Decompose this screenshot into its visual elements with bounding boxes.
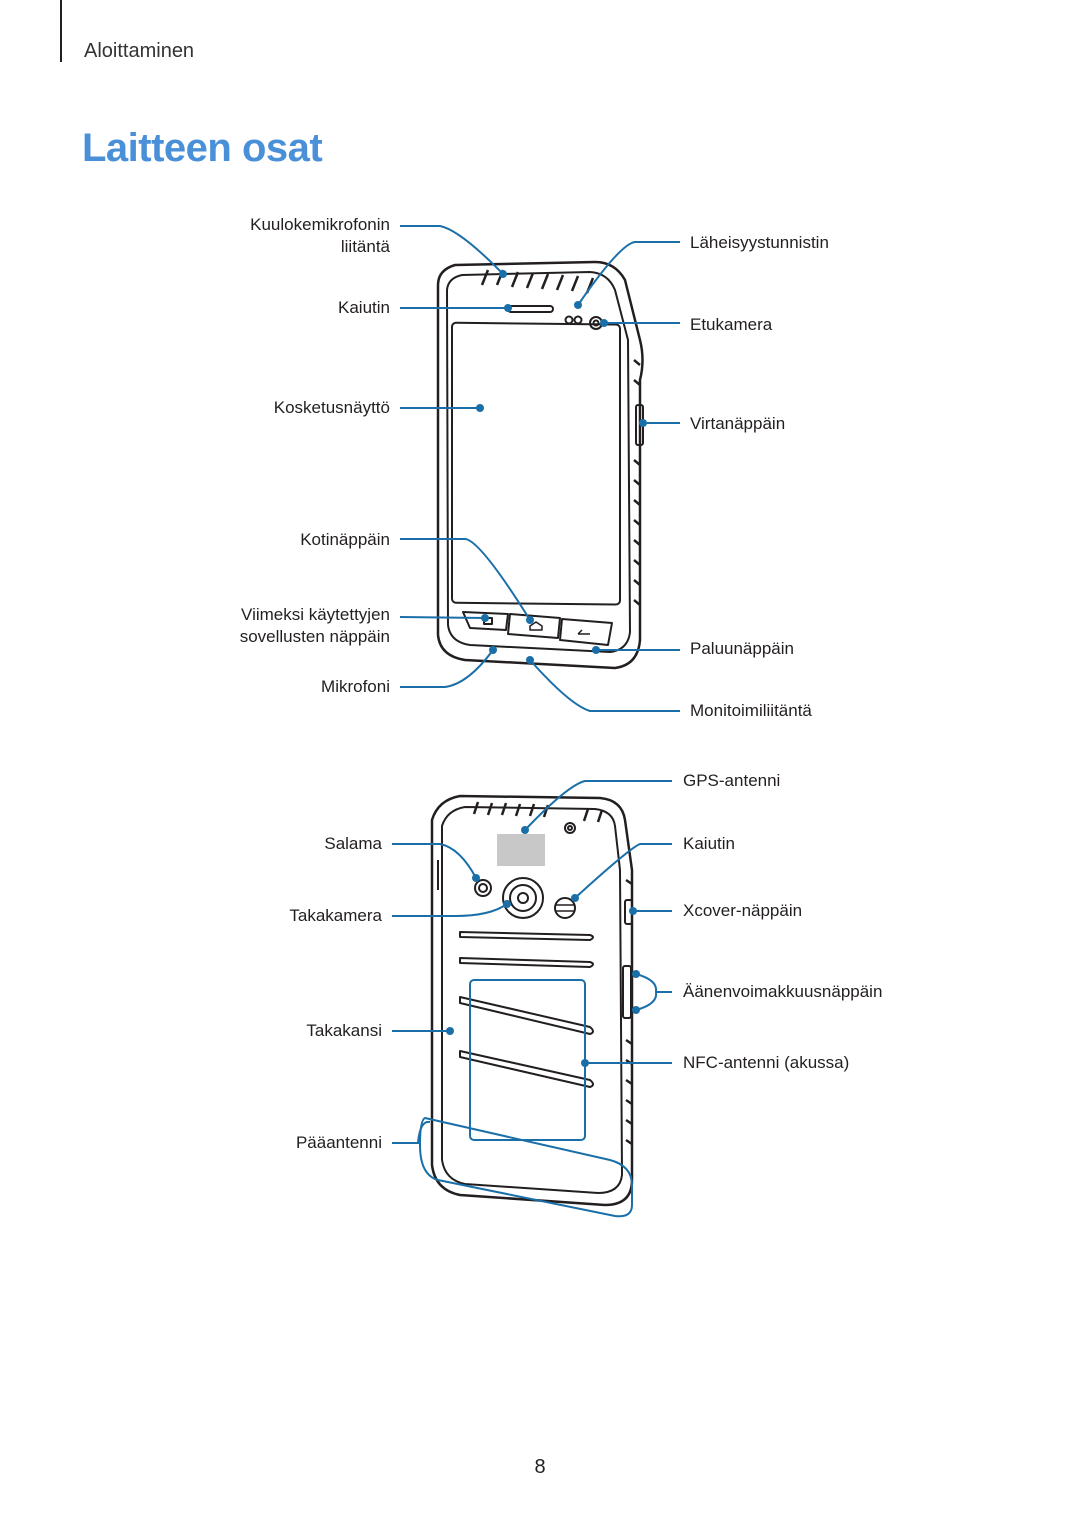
label-xcover-key: Xcover-näppäin — [683, 901, 803, 920]
label-nfc-antenna: NFC-antenni (akussa) — [683, 1053, 850, 1072]
back-device-illustration — [430, 794, 634, 1207]
label-volume-key: Äänenvoimakkuusnäppäin — [683, 982, 883, 1001]
label-front-camera: Etukamera — [690, 315, 773, 334]
label-touchscreen: Kosketusnäyttö — [273, 398, 390, 417]
label-gps-antenna: GPS-antenni — [683, 771, 781, 790]
label-headset-jack-line1: Kuulokemikrofonin — [250, 215, 390, 234]
label-back-key: Paluunäppäin — [690, 639, 794, 658]
page-number: 8 — [534, 1456, 546, 1478]
label-back-speaker: Kaiutin — [683, 834, 735, 853]
label-rear-camera: Takakamera — [289, 906, 382, 925]
label-multipurpose-jack: Monitoimiliitäntä — [690, 701, 812, 720]
label-back-cover: Takakansi — [306, 1021, 382, 1040]
label-power-key: Virtanäppäin — [690, 414, 786, 433]
page-title: Laitteen osat — [82, 126, 323, 170]
label-microphone: Mikrofoni — [321, 677, 390, 696]
section-header: Aloittaminen — [84, 40, 195, 62]
label-front-speaker: Kaiutin — [338, 298, 390, 317]
label-main-antenna: Pääantenni — [295, 1133, 382, 1152]
label-proximity-sensor: Läheisyystunnistin — [690, 233, 829, 252]
label-headset-jack-line2: liitäntä — [340, 237, 390, 256]
label-flash: Salama — [324, 834, 382, 853]
label-recent-apps-line2: sovellusten näppäin — [239, 627, 390, 646]
front-device-illustration — [436, 260, 644, 670]
margin-rule — [60, 0, 62, 62]
label-recent-apps-line1: Viimeksi käytettyjen — [241, 605, 390, 624]
label-home-key: Kotinäppäin — [300, 530, 390, 549]
